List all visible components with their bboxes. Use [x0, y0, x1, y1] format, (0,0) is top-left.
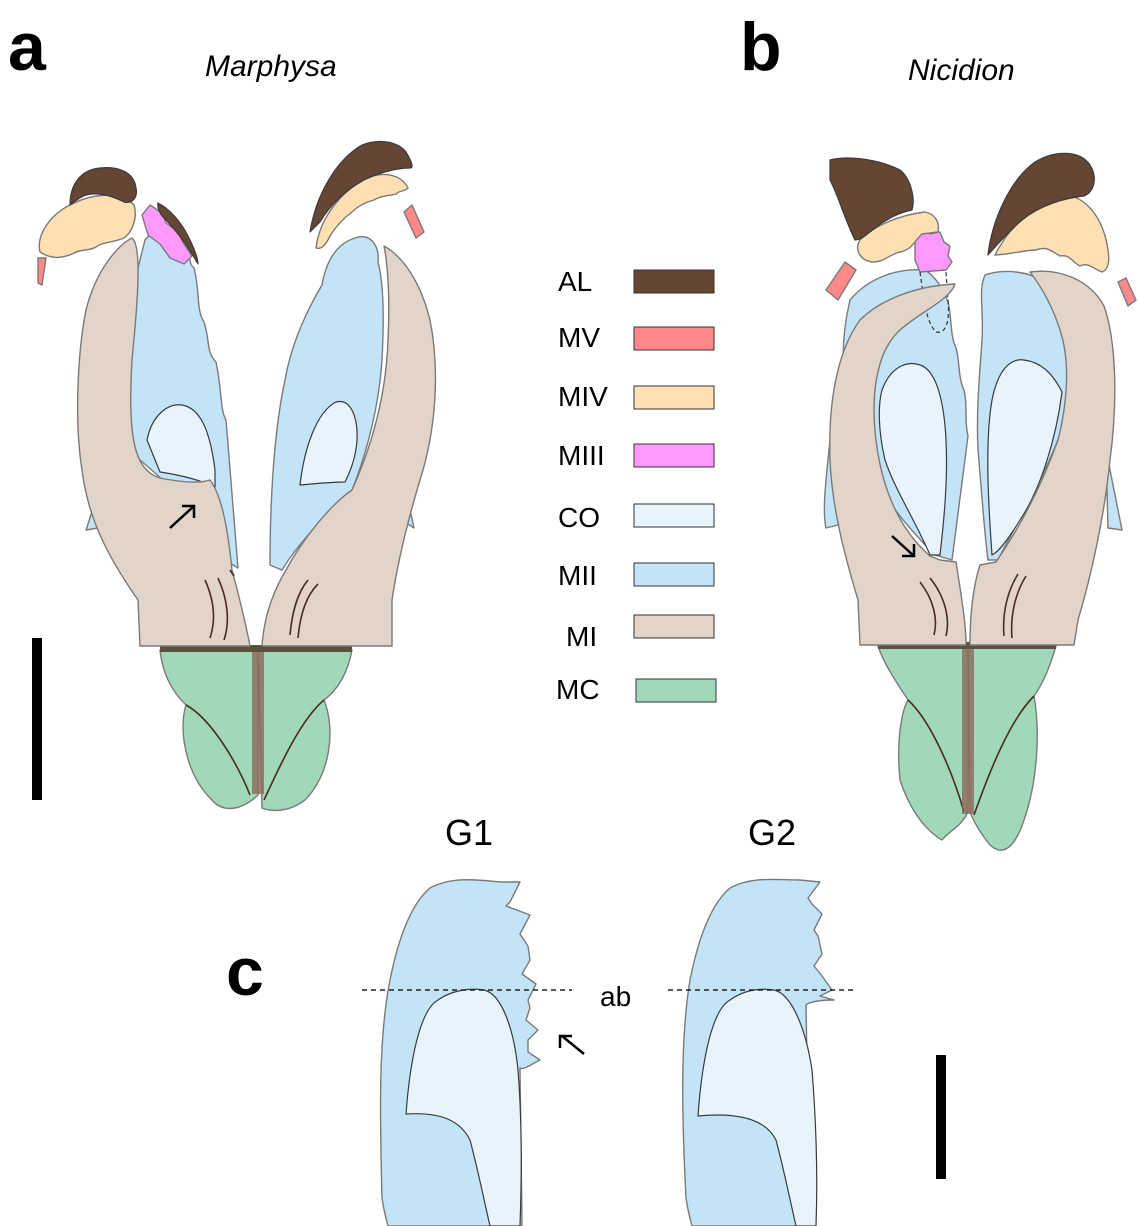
- g2-maxilla: [683, 879, 834, 1226]
- g1-maxilla: [380, 880, 540, 1226]
- panel-a-letter: a: [8, 9, 47, 85]
- mv-left: [826, 262, 856, 300]
- mv-left: [38, 258, 46, 285]
- mc-sagittal-band: [252, 648, 264, 794]
- panel-b-genus: Nicidion: [908, 54, 1015, 87]
- mc-carrier-right: [968, 646, 1056, 850]
- marphysa-jaw: [38, 141, 435, 810]
- mc-carrier-left: [878, 646, 968, 840]
- legend-item-mv: MV: [558, 322, 714, 353]
- legend-item-miii: MIII: [558, 440, 714, 471]
- mc-carrier-right: [258, 650, 352, 810]
- scale-bar-a: [32, 638, 42, 800]
- legend-swatch-mv: [634, 327, 714, 350]
- legend-swatch-mc: [636, 679, 716, 702]
- legend-swatch-al: [634, 270, 714, 293]
- legend-label-mi: MI: [566, 621, 597, 652]
- legend-label-mc: MC: [556, 674, 600, 705]
- mc-sagittal-band: [962, 646, 974, 814]
- legend-label-al: AL: [558, 266, 592, 297]
- mc-carrier-left: [160, 650, 258, 808]
- nicidion-jaw: [824, 153, 1136, 850]
- mv-right: [404, 205, 424, 238]
- legend-label-co: CO: [558, 502, 600, 533]
- abbreviation-ab: ab: [600, 981, 631, 1012]
- legend-swatch-miv: [634, 386, 714, 409]
- mv-right: [1118, 278, 1136, 306]
- legend-item-mii: MII: [558, 560, 714, 591]
- legend-item-mi: MI: [566, 615, 714, 652]
- panel-b-letter: b: [740, 9, 782, 85]
- legend-swatch-co: [634, 504, 714, 527]
- panel-c-letter: c: [226, 934, 264, 1010]
- legend-item-miv: MIV: [558, 381, 714, 412]
- legend-label-miv: MIV: [558, 381, 608, 412]
- group-label-g2: G2: [748, 812, 796, 853]
- panel-a-genus: Marphysa: [205, 50, 337, 83]
- scale-bar-b: [936, 1055, 946, 1179]
- legend-label-mv: MV: [558, 322, 600, 353]
- group-label-g1: G1: [445, 812, 493, 853]
- legend-label-miii: MIII: [558, 440, 605, 471]
- arrow-icon: [560, 1036, 584, 1054]
- legend-item-co: CO: [558, 502, 714, 533]
- legend-swatch-miii: [634, 444, 714, 467]
- legend: AL MV MIV MIII CO MII MI MC: [556, 266, 716, 705]
- legend-swatch-mi: [634, 615, 714, 638]
- legend-item-mc: MC: [556, 674, 716, 705]
- legend-item-al: AL: [558, 266, 714, 297]
- legend-swatch-mii: [634, 563, 714, 586]
- legend-label-mii: MII: [558, 560, 597, 591]
